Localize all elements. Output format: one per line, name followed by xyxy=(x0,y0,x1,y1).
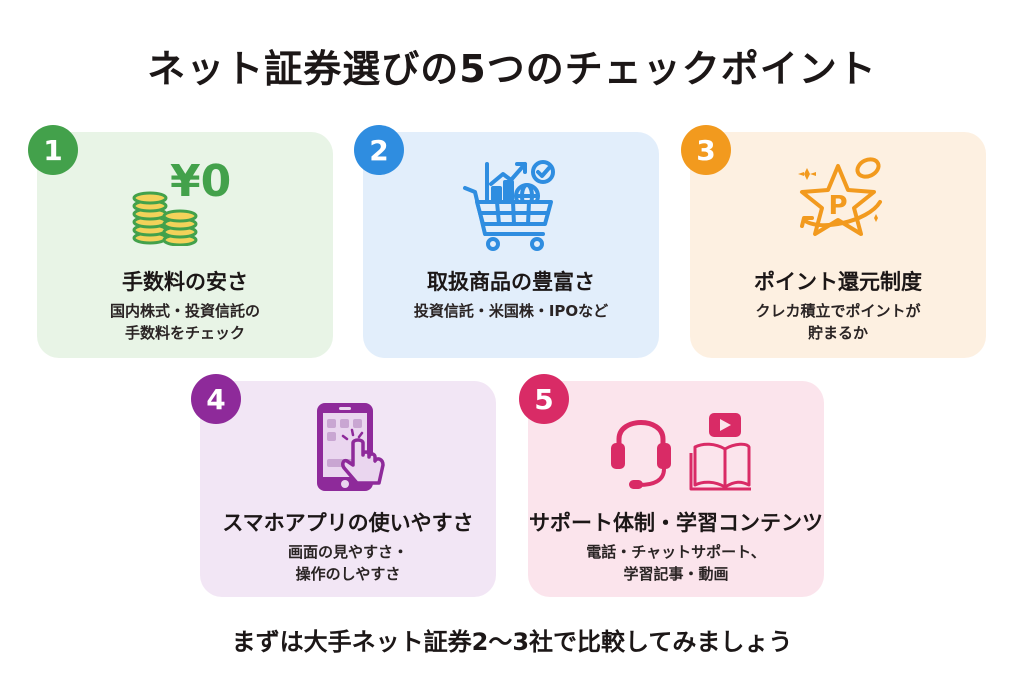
card-title: サポート体制・学習コンテンツ xyxy=(529,511,823,535)
card-description: 投資信託・米国株・IPOなど xyxy=(413,302,609,320)
headset-video-book-icon xyxy=(528,399,824,495)
number-badge-3: 3 xyxy=(681,125,731,175)
card-title: 手数料の安さ xyxy=(122,270,248,294)
checkpoint-card-fees: ¥0 手数料の安さ 国内株式・投資信託の 手数料をチェック xyxy=(37,132,333,358)
card-description: 画面の見やすさ・ 操作のしやすさ xyxy=(287,543,408,583)
point-star-icon: P xyxy=(690,152,986,252)
footer-message: まずは大手ネット証券2〜3社で比較してみましょう xyxy=(231,628,793,656)
svg-text:¥0: ¥0 xyxy=(170,156,231,207)
number-badge-4: 4 xyxy=(191,374,241,424)
card-description: 国内株式・投資信託の 手数料をチェック xyxy=(109,302,260,342)
shopping-cart-chart-icon xyxy=(363,152,659,252)
card-description: クレカ積立でポイントが 貯まるか xyxy=(755,302,921,342)
smartphone-tap-icon xyxy=(200,399,496,495)
card-title: ポイント還元制度 xyxy=(754,270,922,294)
card-title: 取扱商品の豊富さ xyxy=(427,270,595,294)
page-title: ネット証券選びの5つのチェックポイント xyxy=(147,47,877,91)
checkpoint-card-app: スマホアプリの使いやすさ 画面の見やすさ・ 操作のしやすさ xyxy=(200,381,496,597)
card-title: スマホアプリの使いやすさ xyxy=(222,511,474,535)
number-badge-2: 2 xyxy=(354,125,404,175)
checkpoint-card-points: P ポイント還元制度 クレカ積立でポイントが 貯まるか xyxy=(690,132,986,358)
yen-coins-icon: ¥0 xyxy=(37,154,333,246)
number-badge-5: 5 xyxy=(519,374,569,424)
card-description: 電話・チャットサポート、 学習記事・動画 xyxy=(586,543,766,583)
checkpoint-card-support: サポート体制・学習コンテンツ 電話・チャットサポート、 学習記事・動画 xyxy=(528,381,824,597)
checkpoint-card-products: 取扱商品の豊富さ 投資信託・米国株・IPOなど xyxy=(363,132,659,358)
number-badge-1: 1 xyxy=(28,125,78,175)
svg-text:P: P xyxy=(828,191,847,221)
